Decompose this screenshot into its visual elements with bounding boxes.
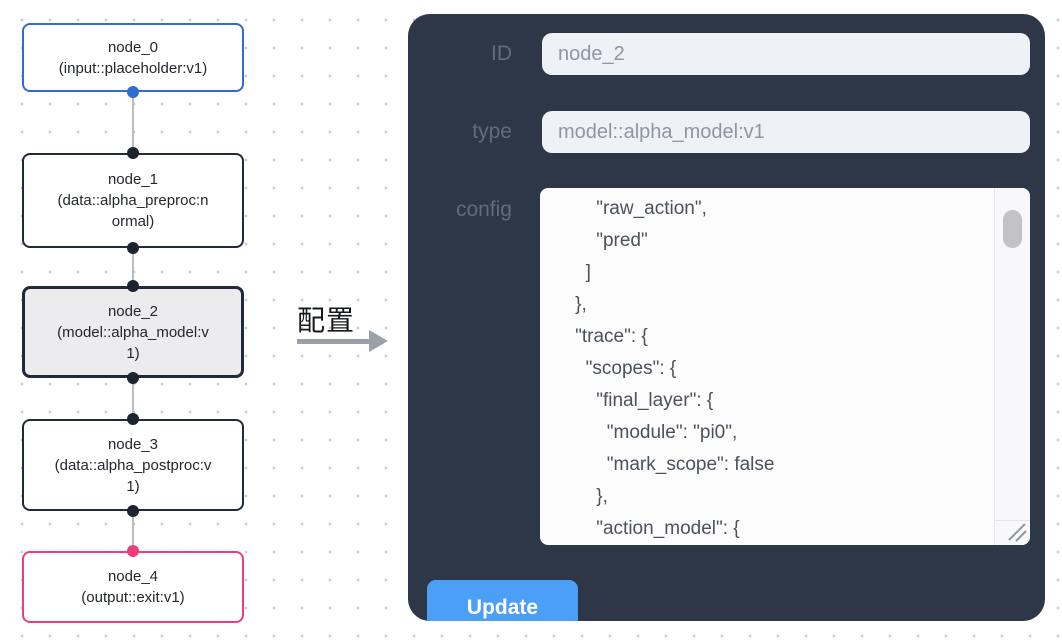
- flow-node-node-0[interactable]: node_0 (input::placeholder:v1): [22, 23, 244, 92]
- scrollbar-track[interactable]: [994, 188, 1030, 545]
- flow-node-node-1[interactable]: node_1 (data::alpha_preproc:normal): [22, 153, 244, 248]
- node-type-label: (output::exit:v1): [81, 589, 185, 606]
- id-field-label: ID: [491, 42, 512, 65]
- port-handle[interactable]: [127, 505, 139, 517]
- update-button[interactable]: Update: [427, 580, 578, 621]
- scrollbar-thumb[interactable]: [1003, 210, 1022, 248]
- flow-node-node-3[interactable]: node_3 (data::alpha_postproc:v1): [22, 419, 244, 511]
- node-type-label: (model::alpha_model:v1): [57, 323, 209, 362]
- edge-connector: [132, 511, 134, 551]
- id-input[interactable]: [542, 33, 1030, 75]
- type-input[interactable]: [542, 111, 1030, 153]
- edge-connector: [132, 92, 134, 153]
- node-type-label: (data::alpha_preproc:normal): [57, 192, 209, 230]
- port-handle[interactable]: [127, 147, 139, 159]
- edge-connector: [132, 248, 134, 286]
- arrow-label: 配置: [297, 305, 356, 336]
- port-handle[interactable]: [127, 545, 139, 557]
- node-title: node_0: [107, 38, 159, 56]
- edge-connector: [132, 378, 134, 419]
- resize-handle-icon[interactable]: [995, 520, 1030, 545]
- flow-node-node-2[interactable]: node_2 (model::alpha_model:v1): [22, 286, 244, 378]
- node-title: node_3: [107, 435, 159, 453]
- config-textarea[interactable]: "raw_action", "pred" ] }, "trace": { "sc…: [540, 188, 1030, 545]
- config-field-label: config: [455, 198, 512, 221]
- node-title: node_2: [107, 302, 159, 320]
- node-type-label: (input::placeholder:v1): [58, 59, 208, 77]
- node-title: node_1: [107, 171, 159, 188]
- config-json-text[interactable]: "raw_action", "pred" ] }, "trace": { "sc…: [575, 198, 775, 539]
- arrow-right-icon: [297, 339, 371, 344]
- port-handle[interactable]: [127, 86, 139, 98]
- node-title: node_4: [107, 568, 159, 585]
- node-type-label: (data::alpha_postproc:v1): [54, 456, 212, 495]
- type-field-label: type: [472, 120, 512, 143]
- arrow-right-icon: [369, 330, 388, 352]
- port-handle[interactable]: [127, 413, 139, 425]
- flow-node-node-4[interactable]: node_4 (output::exit:v1): [22, 551, 244, 623]
- resize-grip-icon: [1008, 523, 1027, 542]
- port-handle[interactable]: [127, 280, 139, 292]
- config-panel: ID type config "raw_action", "pred" ] },…: [408, 14, 1045, 621]
- port-handle[interactable]: [127, 242, 139, 254]
- port-handle[interactable]: [127, 372, 139, 384]
